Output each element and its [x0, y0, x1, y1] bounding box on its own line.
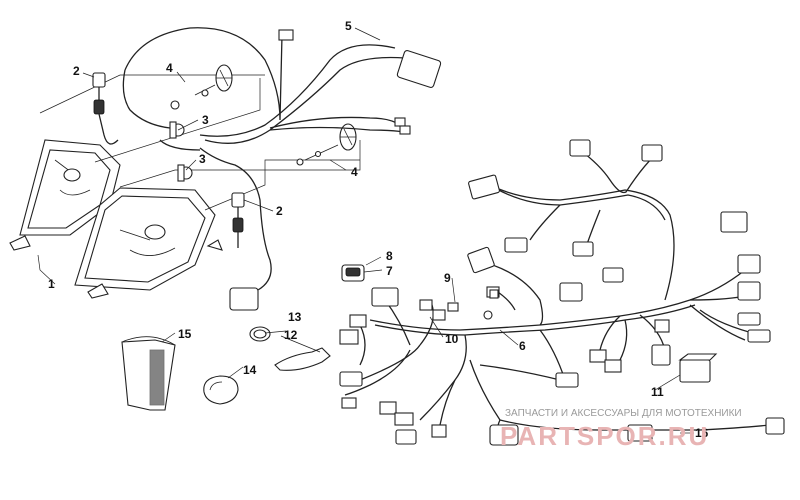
watermark: ЗАПЧАСТИ И АКСЕССУАРЫ ДЛЯ МОТОТЕХНИКИ PA…	[500, 408, 742, 451]
callout-15: 15	[178, 327, 192, 341]
callout-labels: 1 2 2 3 3 4 4 5 6 7 8 9 10 11 13 12 14 1…	[48, 19, 709, 440]
headlight-right	[74, 187, 223, 299]
callout-3-upper: 3	[202, 113, 209, 127]
dust-cap-lower	[296, 123, 357, 166]
headlight-harness	[122, 27, 442, 311]
relay	[678, 353, 718, 383]
callout-5: 5	[345, 19, 352, 33]
watermark-caption: ЗАПЧАСТИ И АКСЕССУАРЫ ДЛЯ МОТОТЕХНИКИ	[505, 408, 742, 419]
harness-connectors	[339, 139, 785, 446]
socket-lower	[231, 192, 245, 248]
callout-8: 8	[386, 249, 393, 263]
callout-10: 10	[445, 332, 459, 346]
callout-4-lower: 4	[351, 165, 358, 179]
callout-2-lower: 2	[276, 204, 283, 218]
heat-shrink-sleeve	[121, 336, 176, 411]
callout-leaders	[37, 27, 694, 434]
callout-11: 11	[651, 385, 664, 399]
callout-2-upper: 2	[73, 64, 80, 78]
bulb-lower	[177, 164, 193, 182]
clamp-ring	[203, 375, 239, 405]
bulb-upper	[169, 100, 185, 139]
headlight-left	[9, 139, 121, 251]
watermark-logo: PARTSPOR.RU	[500, 421, 709, 451]
callout-14: 14	[243, 363, 257, 377]
callout-13: 13	[288, 310, 302, 324]
connector-cover	[341, 264, 365, 282]
callout-6: 6	[519, 339, 526, 353]
socket-upper	[92, 72, 119, 145]
callout-16: 16	[695, 426, 709, 440]
callout-3-lower: 3	[199, 152, 206, 166]
fuse-holder	[274, 347, 331, 371]
main-harness	[344, 149, 771, 441]
callout-4-upper: 4	[166, 61, 173, 75]
callout-7: 7	[386, 264, 393, 278]
exploded-view-guides	[39, 74, 361, 211]
callout-1: 1	[48, 277, 55, 291]
callout-9: 9	[444, 271, 451, 285]
grommet	[249, 326, 271, 342]
callout-12: 12	[284, 328, 298, 342]
dust-cap-upper	[194, 64, 233, 97]
